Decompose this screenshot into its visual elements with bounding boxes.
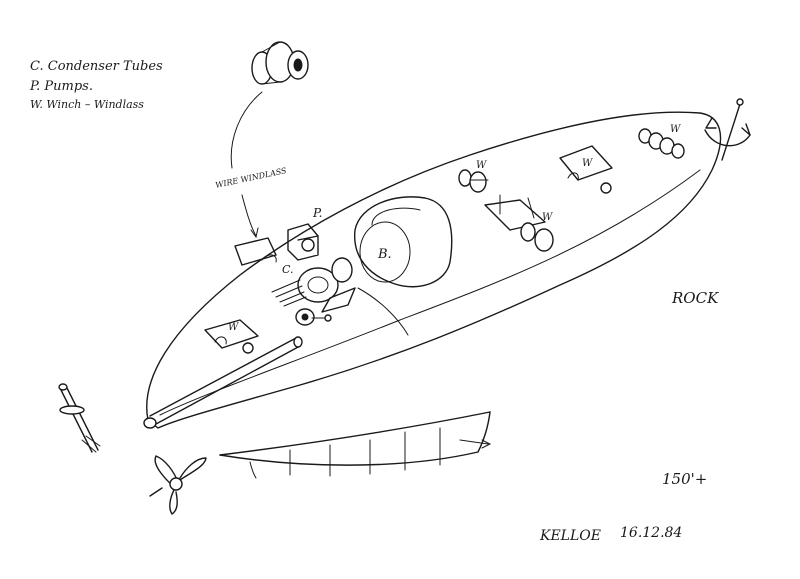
winch-stern: W	[149, 319, 303, 425]
rock-label: ROCK	[671, 289, 719, 307]
signature-name: KELLOE	[539, 528, 601, 544]
winch-mid: W W	[458, 160, 554, 252]
windlass-bow: W	[638, 124, 685, 159]
windlass-drum	[251, 41, 309, 85]
engine-cluster: P. C.	[271, 206, 356, 326]
signature: KELLOE 16.12.84	[539, 525, 682, 544]
winch-label-windlass: W	[670, 124, 681, 135]
winch-bow: W	[559, 145, 613, 194]
propeller	[149, 455, 207, 515]
condenser-label: C.	[282, 263, 294, 276]
propeller-shaft	[58, 383, 101, 453]
legend: C. Condenser Tubes P. Pumps. W. Winch – …	[29, 59, 163, 111]
boiler-label: B.	[377, 247, 392, 262]
winch-label-mid: W	[476, 160, 487, 171]
hull	[143, 111, 722, 429]
length-label: 150'+	[662, 470, 707, 488]
legend-condenser: C. Condenser Tubes	[30, 59, 163, 74]
hull-section	[219, 411, 492, 479]
winch-label-bow: W	[582, 158, 593, 169]
windlass-callout: WIRE WINDLASS	[215, 91, 288, 239]
pump-label: P.	[312, 206, 322, 220]
legend-winch: W. Winch – Windlass	[30, 98, 144, 111]
anchor	[704, 98, 751, 161]
legend-pumps: P. Pumps.	[29, 79, 93, 94]
signature-date: 16.12.84	[620, 525, 682, 541]
boiler: B.	[354, 196, 453, 288]
winch-label-stern: W	[228, 322, 239, 333]
wire-windlass-label: WIRE WINDLASS	[215, 166, 288, 190]
wire-windlass-hull	[234, 237, 277, 266]
winch-label-mid2: W	[542, 212, 553, 223]
